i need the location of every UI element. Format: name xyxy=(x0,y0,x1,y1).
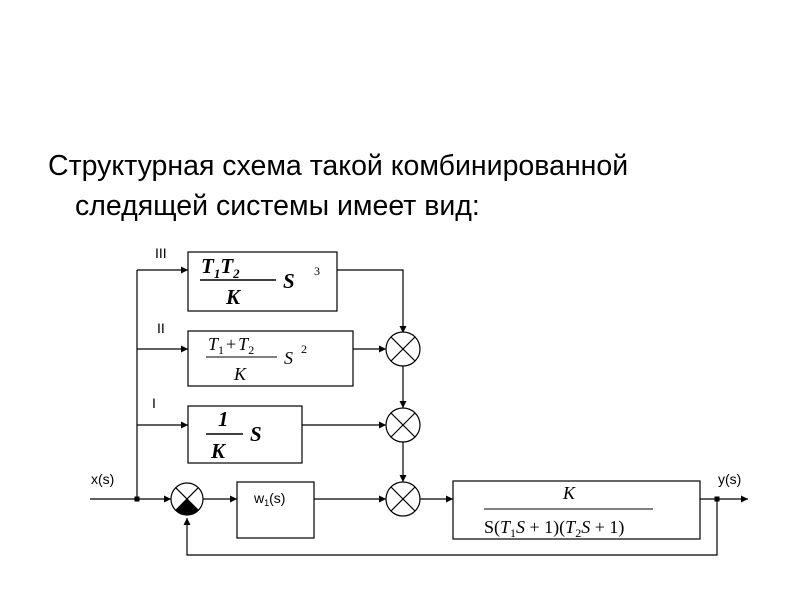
summer-1 xyxy=(385,331,421,367)
branch-label-i: I xyxy=(152,395,156,411)
block-w1-label: w1(s) xyxy=(253,490,285,508)
block-i: 1 K S xyxy=(187,405,303,464)
comparator-negative-sector xyxy=(175,499,199,515)
block-iii-output-line xyxy=(337,269,407,333)
input-junction-dot xyxy=(134,496,140,502)
summer-3-cross-b xyxy=(390,486,416,512)
block-ii-variable: S xyxy=(284,348,293,368)
signal-lines xyxy=(90,266,748,556)
comparator-element xyxy=(170,482,204,516)
block-iii-numerator: T1T2 xyxy=(201,254,240,281)
block-plant-frame xyxy=(452,480,701,540)
block-i-frame xyxy=(187,405,303,464)
summer-3 xyxy=(385,481,421,517)
block-ii-denominator: K xyxy=(233,364,247,384)
block-iii-frame xyxy=(187,251,338,312)
output-label: y(s) xyxy=(718,471,741,487)
block-ii-exponent: 2 xyxy=(301,342,307,356)
summer-2-cross-b xyxy=(390,412,416,438)
block-i-variable: S xyxy=(250,422,262,446)
summer-2 xyxy=(385,407,421,443)
comparator-cross-b xyxy=(175,487,199,511)
block-iii-exponent: 3 xyxy=(314,264,320,278)
block-iii-variable: S xyxy=(283,269,295,293)
block-ii: T1+T2 K S 2 xyxy=(187,330,354,387)
feedback-line xyxy=(183,499,718,556)
heading-line-1: Структурная схема такой комбинированной xyxy=(48,150,629,182)
input-label: x(s) xyxy=(91,471,114,487)
comparator-circle xyxy=(170,482,204,516)
block-w1-frame xyxy=(236,481,315,539)
block-iii-denominator: K xyxy=(225,285,242,309)
block-plant: K S(T1S + 1)(T2S + 1) xyxy=(452,480,701,540)
block-i-denominator: K xyxy=(210,439,227,463)
block-ii-frame xyxy=(187,330,354,387)
heading-line-2: следящей системы имеет вид: xyxy=(75,190,480,222)
output-junction-dot xyxy=(714,496,720,502)
branch-label-ii: II xyxy=(157,320,165,336)
block-i-numerator: 1 xyxy=(218,407,229,431)
block-iii: T1T2 K S 3 xyxy=(187,251,338,312)
summer-1-cross-b xyxy=(390,336,416,362)
block-plant-numerator: K xyxy=(562,483,576,503)
branch-label-iii: III xyxy=(155,245,167,261)
block-plant-denominator: S(T1S + 1)(T2S + 1) xyxy=(484,517,624,540)
block-ii-numerator: T1+T2 xyxy=(208,334,254,357)
page-heading: Структурная схема такой комбинированной … xyxy=(48,146,768,226)
block-w1: w1(s) xyxy=(236,481,315,539)
